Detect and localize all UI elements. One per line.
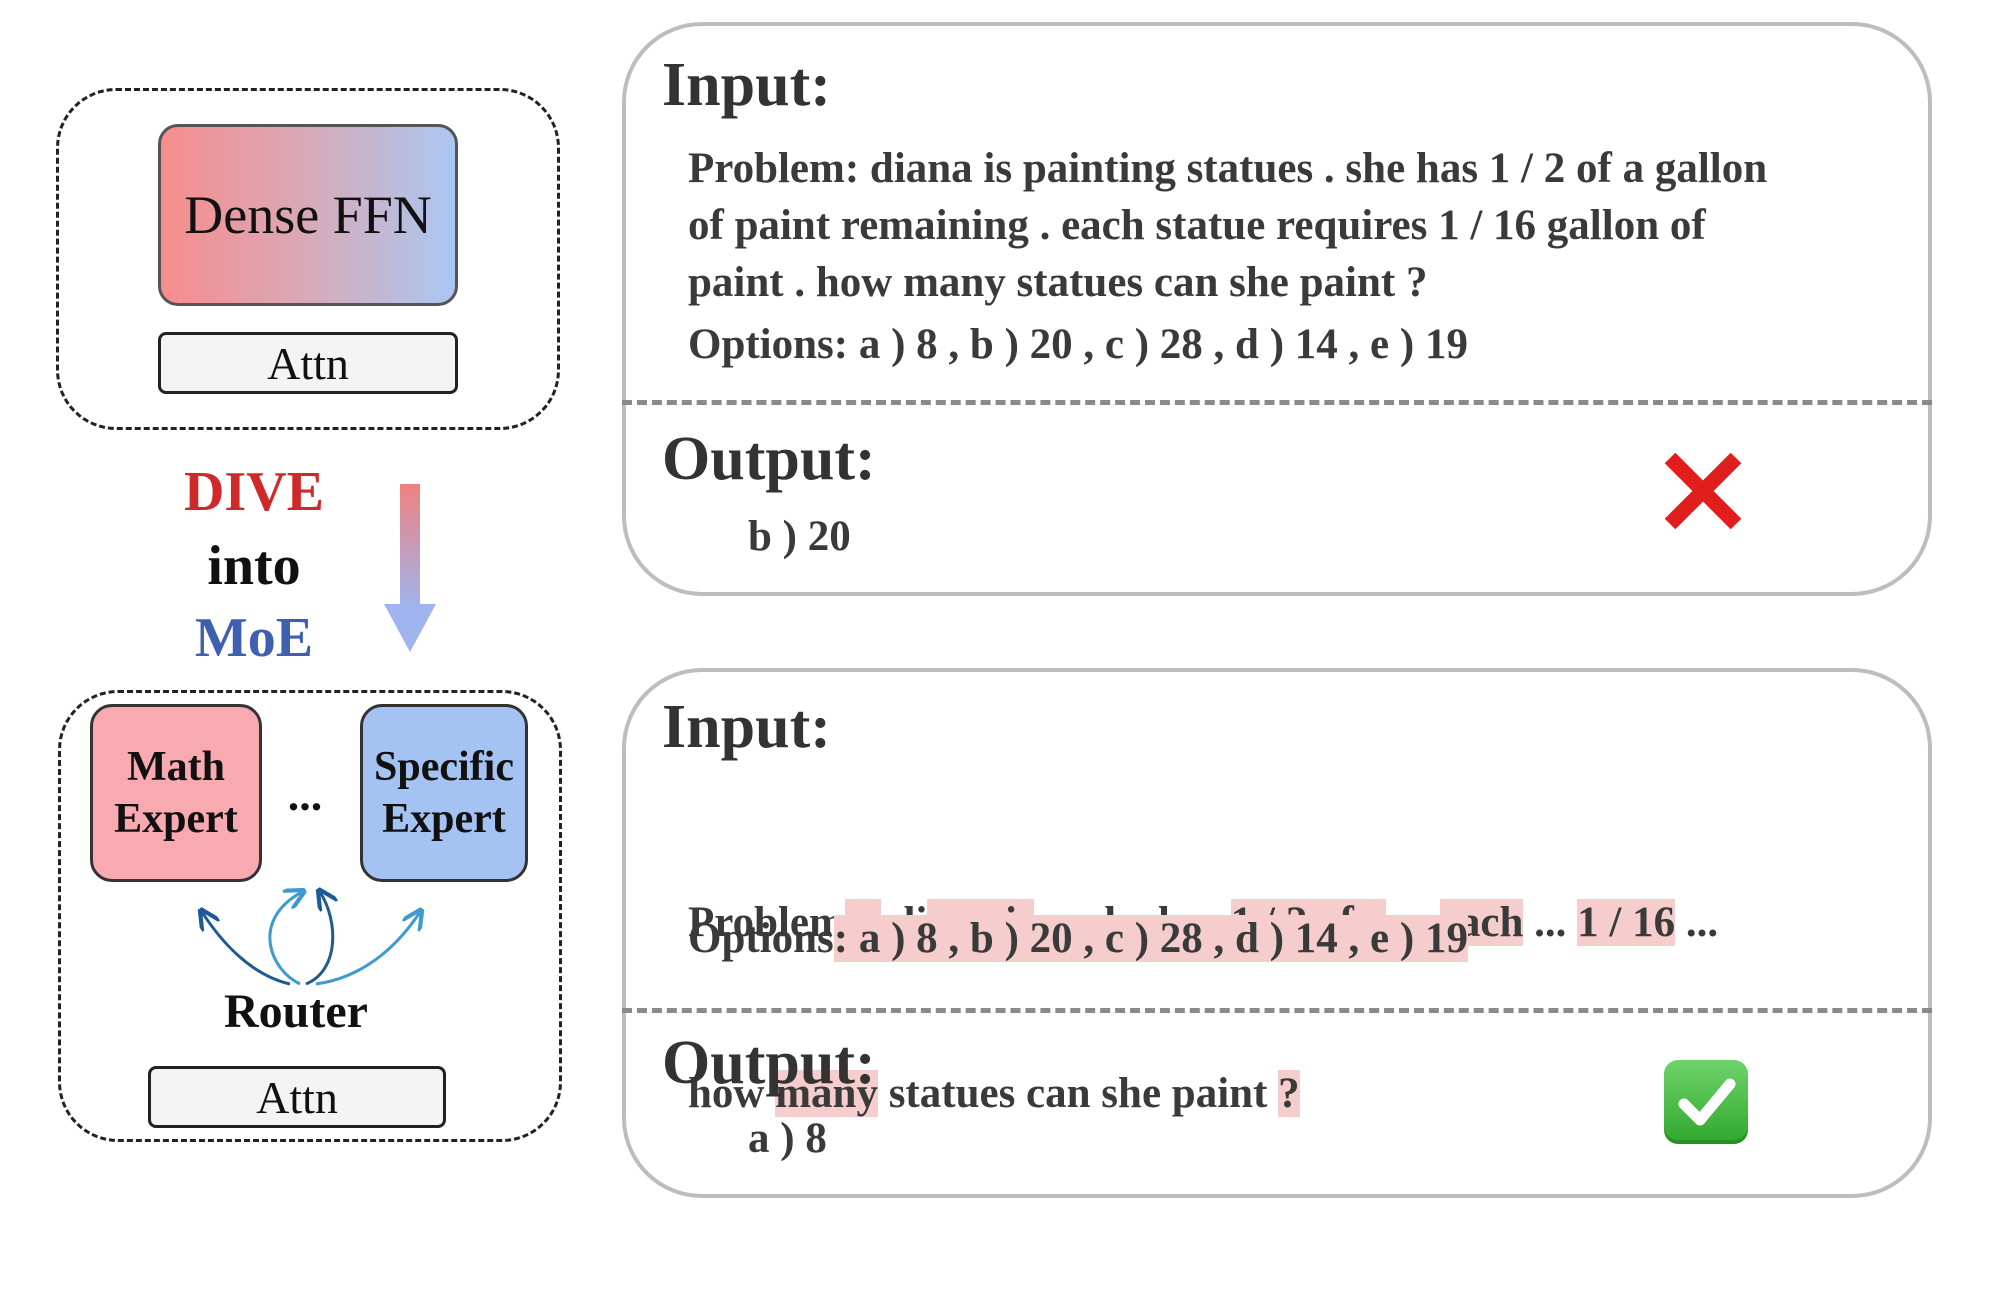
bottom-problem-line-2: how many statues can she paint ? [688, 1065, 1928, 1122]
math-expert-label: Math Expert [114, 743, 238, 843]
top-options: Options: a ) 8 , b ) 20 , c ) 28 , d ) 1… [688, 321, 1468, 368]
top-input-label: Input: [662, 51, 831, 119]
top-problem-line-1: Problem: diana is painting statues . she… [688, 145, 1768, 192]
problem-text-segment: ... [1523, 899, 1578, 946]
dive-label: DIVE [183, 461, 325, 523]
top-answer: b ) 20 [748, 513, 851, 560]
problem-text-segment: statues can she paint [877, 1070, 1279, 1117]
top-panel [622, 22, 1932, 596]
dense-ffn-block: Dense FFN [158, 124, 458, 306]
red-cross-icon [1664, 452, 1742, 530]
dense-model-box [56, 88, 560, 430]
bottom-divider [622, 1008, 1932, 1013]
top-divider [622, 400, 1932, 405]
specific-expert-label: Specific Expert [374, 743, 514, 843]
attn-block-bottom: Attn [148, 1066, 446, 1128]
math-expert-block: Math Expert [90, 704, 262, 882]
down-arrow-icon [384, 484, 436, 652]
bottom-output-label: Output: [662, 1029, 876, 1097]
bottom-answer: a ) 8 [748, 1115, 827, 1162]
top-problem-line-3: paint . how many statues can she paint ? [688, 259, 1428, 306]
problem-highlight-segment: 1 / 16 [1577, 899, 1676, 946]
attn-block-top: Attn [158, 332, 458, 394]
dense-ffn-label: Dense FFN [184, 185, 432, 245]
options-highlight-segment: : a ) 8 , b ) 20 , c ) 28 , d ) 14 , e )… [833, 915, 1468, 962]
problem-highlight-segment: ? [1278, 1070, 1300, 1117]
router-label: Router [224, 985, 368, 1038]
bottom-panel [622, 668, 1932, 1198]
bottom-input-label: Input: [662, 693, 831, 761]
top-problem: Problem: diana is painting statues . she… [688, 140, 1918, 311]
options-text-segment: Options [688, 915, 834, 962]
problem-text-segment: Problem [688, 899, 845, 946]
attn-label-top: Attn [267, 337, 349, 389]
moe-label: MoE [194, 607, 314, 669]
bottom-options: Options: a ) 8 , b ) 20 , c ) 28 , d ) 1… [688, 910, 1468, 967]
green-check-icon [1664, 1060, 1748, 1144]
attn-label-bottom: Attn [256, 1071, 338, 1123]
problem-highlight-segment: many [775, 1070, 878, 1117]
top-output-label: Output: [662, 425, 876, 493]
into-label: into [207, 535, 301, 597]
top-problem-line-2: of paint remaining . each statue require… [688, 202, 1706, 249]
router-arrows-icon [180, 880, 440, 986]
problem-text-segment: how [688, 1070, 776, 1117]
problem-text-segment: ... [1675, 899, 1719, 946]
moe-model-box [58, 690, 562, 1142]
ellipsis: ... [287, 769, 323, 820]
specific-expert-block: Specific Expert [360, 704, 528, 882]
